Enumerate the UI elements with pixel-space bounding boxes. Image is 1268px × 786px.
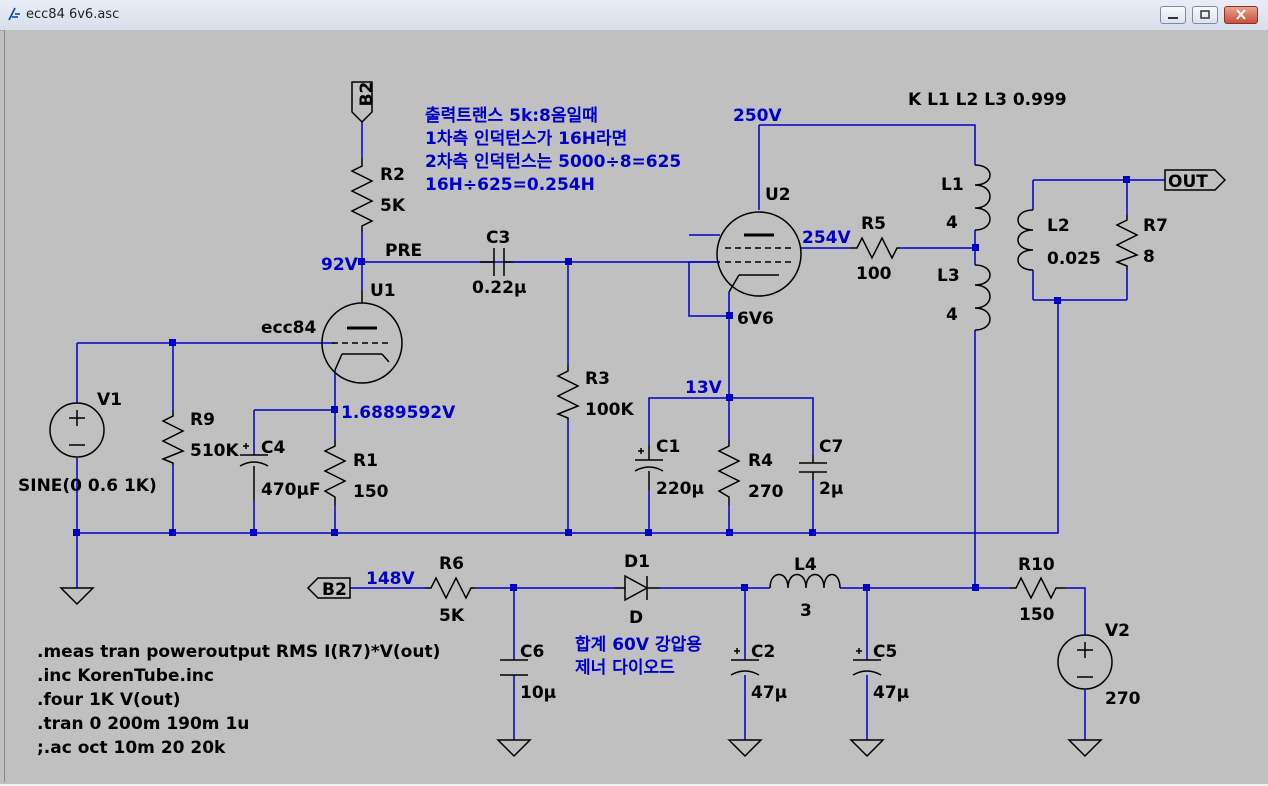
c1-value[interactable]: 220μ — [656, 479, 704, 499]
c3-value[interactable]: 0.22μ — [472, 278, 526, 298]
r2-name[interactable]: R2 — [380, 165, 405, 185]
c2-name[interactable]: C2 — [751, 642, 775, 662]
directive-line[interactable]: ;.ac oct 10m 20 20k — [37, 738, 226, 758]
directive-line[interactable]: .tran 0 200m 190m 1u — [37, 714, 249, 734]
l2-value[interactable]: 0.025 — [1047, 249, 1101, 269]
node-voltage-cathode: 1.6889592V — [341, 403, 456, 423]
r2-value[interactable]: 5K — [380, 196, 406, 216]
c2-value[interactable]: 47μ — [751, 683, 787, 703]
l1-value[interactable]: 4 — [946, 213, 958, 233]
zener-note-line-2: 제너 다이오드 — [575, 658, 675, 678]
r4-value[interactable]: 270 — [748, 482, 784, 502]
l4-value[interactable]: 3 — [800, 601, 812, 621]
r6-name[interactable]: R6 — [439, 554, 464, 574]
net-label-pre: PRE — [385, 241, 422, 261]
c6-name[interactable]: C6 — [520, 642, 544, 662]
node-voltage-13v: 13V — [685, 378, 723, 398]
close-icon — [1236, 9, 1246, 20]
node-voltage-254v: 254V — [802, 228, 851, 248]
title-bar[interactable]: ecc84 6v6.asc — [0, 0, 1268, 31]
schematic-drawing: B2 OUT B2 250V 92V 254V 13V 1.6889592V 1… — [18, 81, 1227, 758]
l1-name[interactable]: L1 — [941, 175, 964, 195]
r1-value[interactable]: 150 — [353, 482, 389, 502]
schematic-canvas[interactable]: B2 OUT B2 250V 92V 254V 13V 1.6889592V 1… — [4, 30, 1267, 782]
component-labels: R2 5K U1 ecc84 C3 0.22μ U2 6V6 R5 100 L1… — [18, 165, 1168, 709]
c4-value[interactable]: 470μF — [261, 480, 321, 500]
r7-value[interactable]: 8 — [1143, 247, 1155, 267]
r6-value[interactable]: 5K — [439, 606, 465, 626]
maximize-button[interactable] — [1192, 6, 1218, 24]
u1-name[interactable]: U1 — [370, 281, 396, 301]
minimize-icon — [1168, 17, 1178, 19]
u2-name[interactable]: U2 — [765, 185, 791, 205]
annotation-line-2: 1차측 인덕턴스가 16H라면 — [425, 129, 627, 149]
out-flag[interactable]: OUT — [1168, 172, 1208, 192]
directive-line[interactable]: .four 1K V(out) — [37, 690, 180, 710]
l4-name[interactable]: L4 — [794, 555, 817, 575]
l2-name[interactable]: L2 — [1047, 216, 1070, 236]
node-voltage-92v: 92V — [321, 255, 359, 275]
coupling-directive: K L1 L2 L3 0.999 — [908, 90, 1067, 110]
c7-value[interactable]: 2μ — [819, 479, 843, 499]
junction-dots — [73, 176, 1130, 591]
r3-name[interactable]: R3 — [585, 369, 610, 389]
minimize-button[interactable] — [1160, 6, 1186, 24]
annotation-line-1: 출력트랜스 5k:8옴일때 — [425, 106, 598, 126]
r9-name[interactable]: R9 — [190, 410, 215, 430]
directive-line[interactable]: .inc KorenTube.inc — [37, 666, 214, 686]
r1-name[interactable]: R1 — [353, 451, 378, 471]
c5-value[interactable]: 47μ — [873, 683, 909, 703]
r5-name[interactable]: R5 — [861, 214, 886, 234]
ltspice-app-icon — [8, 7, 20, 21]
v1-name[interactable]: V1 — [97, 390, 122, 410]
v2-name[interactable]: V2 — [1105, 621, 1130, 641]
annotation-line-3: 2차측 인덕턴스는 5000÷8=625 — [425, 152, 681, 172]
c6-value[interactable]: 10μ — [520, 683, 556, 703]
r5-value[interactable]: 100 — [856, 264, 892, 284]
d1-value[interactable]: D — [629, 608, 643, 628]
close-button[interactable] — [1224, 6, 1258, 24]
c1-name[interactable]: C1 — [656, 437, 680, 457]
window-title: ecc84 6v6.asc — [26, 7, 120, 22]
c7-name[interactable]: C7 — [819, 437, 843, 457]
b2-bottom-flag[interactable]: B2 — [322, 580, 347, 600]
restore-icon — [1200, 10, 1210, 19]
v1-value[interactable]: SINE(0 0.6 1K) — [18, 476, 157, 496]
u1-value[interactable]: ecc84 — [261, 318, 317, 338]
node-voltage-250v: 250V — [733, 106, 782, 126]
c5-name[interactable]: C5 — [873, 642, 897, 662]
r4-name[interactable]: R4 — [748, 451, 773, 471]
spice-directives: .meas tran poweroutput RMS I(R7)*V(out) … — [37, 642, 440, 758]
wires — [76, 122, 1165, 740]
symbols — [49, 81, 1227, 758]
l3-value[interactable]: 4 — [946, 305, 958, 325]
directive-line[interactable]: .meas tran poweroutput RMS I(R7)*V(out) — [37, 642, 440, 662]
u2-value[interactable]: 6V6 — [737, 309, 774, 329]
r10-value[interactable]: 150 — [1019, 605, 1055, 625]
zener-note-line-1: 합계 60V 강압용 — [575, 634, 702, 655]
c3-name[interactable]: C3 — [486, 228, 510, 248]
c4-name[interactable]: C4 — [261, 438, 285, 458]
r3-value[interactable]: 100K — [585, 400, 634, 420]
r10-name[interactable]: R10 — [1018, 555, 1055, 575]
node-voltage-148v: 148V — [366, 569, 415, 589]
r9-value[interactable]: 510K — [190, 441, 239, 461]
r7-name[interactable]: R7 — [1143, 216, 1168, 236]
d1-name[interactable]: D1 — [624, 552, 650, 572]
v2-value[interactable]: 270 — [1105, 689, 1141, 709]
annotation-line-4: 16H÷625=0.254H — [425, 175, 595, 195]
l3-name[interactable]: L3 — [937, 266, 960, 286]
b2-top-flag[interactable]: B2 — [357, 82, 377, 107]
